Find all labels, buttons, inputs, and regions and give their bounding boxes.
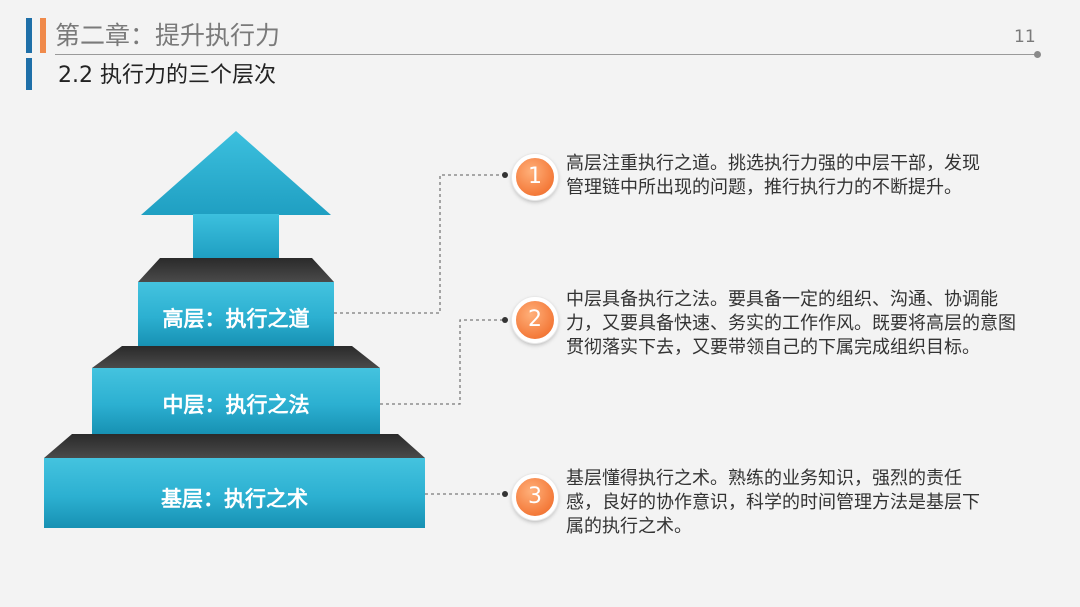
connector-2-dot xyxy=(502,317,508,323)
step-middle xyxy=(92,346,380,368)
arrow-head xyxy=(141,131,331,215)
tier-bottom xyxy=(44,458,425,528)
tier-label-top: 高层：执行之道 xyxy=(162,307,310,331)
tier-top xyxy=(138,282,334,346)
number-badge-3: 3 xyxy=(512,474,558,520)
header-divider xyxy=(55,54,1035,55)
number-badge-2: 2 xyxy=(512,297,558,343)
connector-1-dot xyxy=(502,172,508,178)
connector-1 xyxy=(334,174,505,314)
item-2-text: 中层具备执行之法。要具备一定的组织、沟通、协调能力，又要具备快速、务实的工作作风… xyxy=(566,289,1016,358)
subtitle-accent-bar xyxy=(26,58,32,90)
tier-label-middle: 中层：执行之法 xyxy=(162,393,310,417)
section-title: 2.2 执行力的三个层次 xyxy=(58,63,276,88)
tier-middle xyxy=(92,368,380,434)
step-bottom xyxy=(44,434,425,458)
header-accent-bar xyxy=(26,18,32,53)
item-1-text: 高层注重执行之道。挑选执行力强的中层干部，发现管理链中所出现的问题，推行执行力的… xyxy=(566,153,980,198)
connector-2 xyxy=(380,319,505,405)
step-top xyxy=(138,258,334,282)
page-number: 11 xyxy=(1014,27,1036,47)
connector-3-dot xyxy=(502,491,508,497)
tier-label-bottom: 基层：执行之术 xyxy=(161,487,308,511)
chapter-title: 第二章：提升执行力 xyxy=(55,21,281,50)
item-3-text: 基层懂得执行之术。熟练的业务知识，强烈的责任感，良好的协作意识，科学的时间管理方… xyxy=(566,468,980,537)
header-accent-bar-orange xyxy=(40,18,46,53)
header-divider-dot xyxy=(1034,51,1041,58)
number-badge-1: 1 xyxy=(512,154,558,200)
arrow-shaft xyxy=(193,214,279,258)
